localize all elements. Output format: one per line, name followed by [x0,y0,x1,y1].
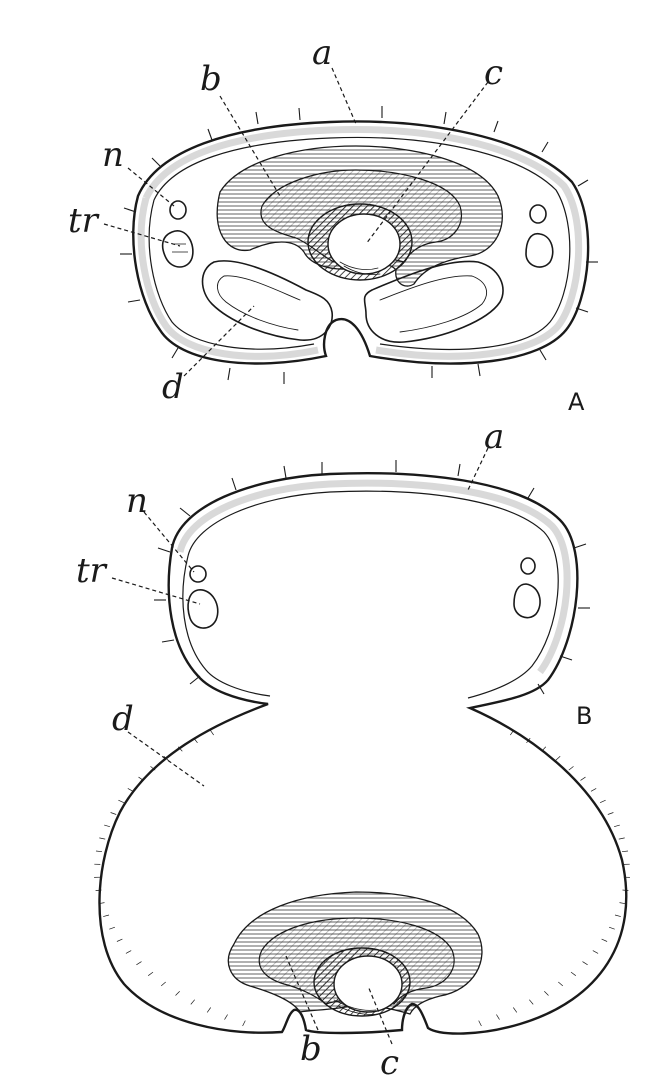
cilium [555,755,561,761]
panel-label-a: A [568,388,585,416]
cilium [619,902,626,905]
label-d: d [112,699,134,739]
cilium [104,824,110,828]
cilium [110,812,117,815]
cilium [544,990,549,996]
cilium [138,776,144,781]
cilium [496,1014,500,1020]
cilium [190,999,195,1005]
cilium [526,737,531,744]
nephridium-left-b [189,565,207,583]
nephridium-left-a [169,200,187,220]
nerve-cord-b [313,947,411,1017]
nephridium-right-b [520,557,536,575]
cilium [513,1007,518,1013]
cilium [147,971,154,976]
cilium [568,766,574,771]
label-n: n [126,481,148,521]
cilium [580,776,586,781]
cilium [601,938,608,942]
cilium [570,971,577,976]
label-a: a [484,417,504,457]
cilium [125,950,132,954]
cilium [206,1007,211,1013]
figure-a: a b c d n tr A [68,33,598,416]
cilium [103,914,110,917]
leader-tr-a [103,223,181,247]
nephridium-right-a [529,204,547,224]
cilium [98,902,105,905]
cilium [95,850,103,853]
cilium [529,999,534,1005]
cilium [242,1020,246,1027]
cilium [160,981,166,987]
cilium [127,788,134,792]
cilium [590,788,597,792]
panel-label-b: B [576,702,592,730]
cilium [136,961,142,966]
trachea-left-a [161,230,194,268]
nerve-cord-a [307,203,413,281]
label-a: a [312,33,332,73]
leader-n-a [127,167,175,207]
cilium [99,837,106,840]
cilium [614,824,620,828]
label-n: n [102,135,124,175]
bristles-b-upper [154,460,590,695]
cilium [224,1014,228,1020]
cilium [193,737,198,744]
label-tr: tr [76,551,108,591]
gut-pouch-right-a [363,260,504,343]
cilium [622,889,629,891]
cilium [582,961,588,966]
leader-a-a [331,67,357,125]
body-wall-b [94,460,630,1035]
cilium [599,799,606,804]
cilium [541,746,547,752]
label-tr: tr [68,201,100,241]
cilium [118,799,125,804]
cilium [510,730,514,736]
cilium [618,837,625,840]
cilium [607,812,614,815]
leader-n-b [143,511,195,573]
leader-c-a [365,81,489,245]
label-c: c [380,1043,399,1083]
cilium [163,755,169,761]
label-d: d [162,367,184,407]
leader-a-b [467,447,489,491]
cilium [558,981,564,987]
leader-tr-b [111,577,201,605]
cilium [177,746,183,752]
trachea-right-a [525,232,554,268]
cilia-b-sac [94,730,630,1027]
cilium [478,1020,482,1027]
gut-pouch-left-a [201,260,333,341]
label-c: c [484,53,503,93]
cilium [175,990,180,996]
leader-d-a [183,305,255,377]
cilium [95,889,102,891]
label-b: b [200,59,222,99]
cilium [116,938,123,942]
cilium [150,766,156,771]
figure-b: a n tr d b c B [76,417,630,1083]
bristles-a [120,106,598,384]
cilium [210,730,214,736]
cilium [621,850,629,853]
cilium [608,926,615,930]
trachea-right-b [513,583,541,619]
cilium [614,914,621,917]
leader-b-a [219,95,281,197]
leader-c-b [367,985,393,1045]
cilium [109,926,116,930]
leader-d-b [127,731,205,787]
label-b: b [300,1029,322,1069]
cilium [592,950,599,954]
